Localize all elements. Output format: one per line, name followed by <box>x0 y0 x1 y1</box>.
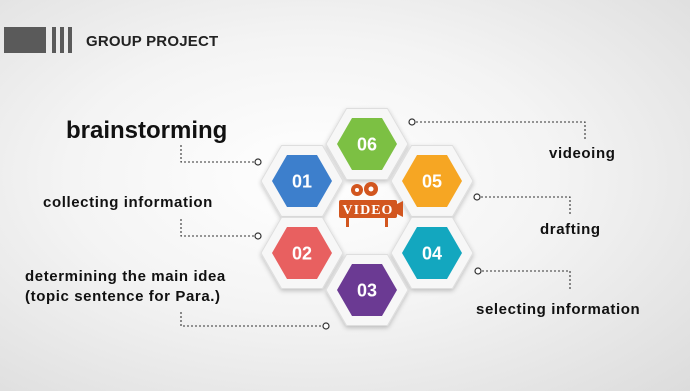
video-camera-icon: VIDEO <box>339 182 403 227</box>
header-stripe <box>68 27 72 53</box>
video-logo-text: VIDEO <box>343 203 394 218</box>
hexagon-number: 03 <box>357 281 377 301</box>
hexagon-number: 02 <box>292 244 312 264</box>
connector-drafting <box>477 196 571 216</box>
connector-videoing <box>412 121 586 140</box>
hexagon-06: 06 <box>325 108 409 180</box>
hexagon-number: 06 <box>357 135 377 155</box>
connector-dot <box>254 232 262 240</box>
header-stripe <box>52 27 56 53</box>
connector-dot <box>322 322 330 330</box>
hexagon-02: 02 <box>260 217 344 289</box>
hexagon-number: 04 <box>422 244 442 264</box>
header-stripe <box>60 27 64 53</box>
hexagon-group: 06 01 05 02 04 03 <box>260 108 474 326</box>
label-topic-sentence: (topic sentence for Para.) <box>25 288 221 305</box>
label-determining-main-idea: determining the main idea <box>25 268 226 285</box>
connector-brainstorming <box>180 145 258 163</box>
connector-dot <box>254 158 262 166</box>
hexagon-number: 01 <box>292 172 312 192</box>
hexagon-01: 01 <box>260 145 344 217</box>
hexagon-05: 05 <box>390 145 474 217</box>
label-selecting-information: selecting information <box>476 301 641 318</box>
hexagon-04: 04 <box>390 217 474 289</box>
hexagon-03: 03 <box>325 254 409 326</box>
page-title: GROUP PROJECT <box>86 33 219 50</box>
header-block <box>4 27 46 53</box>
label-brainstorming: brainstorming <box>66 117 228 144</box>
connector-determining <box>180 312 326 327</box>
connector-collecting <box>180 219 258 237</box>
label-videoing: videoing <box>549 145 616 162</box>
connector-dot <box>474 267 482 275</box>
connector-lines <box>180 121 586 327</box>
connector-dots <box>254 118 482 330</box>
label-drafting: drafting <box>540 221 601 238</box>
connector-dot <box>408 118 416 126</box>
label-collecting-information: collecting information <box>43 194 213 211</box>
hexagon-number: 05 <box>422 172 442 192</box>
connector-dot <box>473 193 481 201</box>
connector-selecting <box>478 270 571 290</box>
